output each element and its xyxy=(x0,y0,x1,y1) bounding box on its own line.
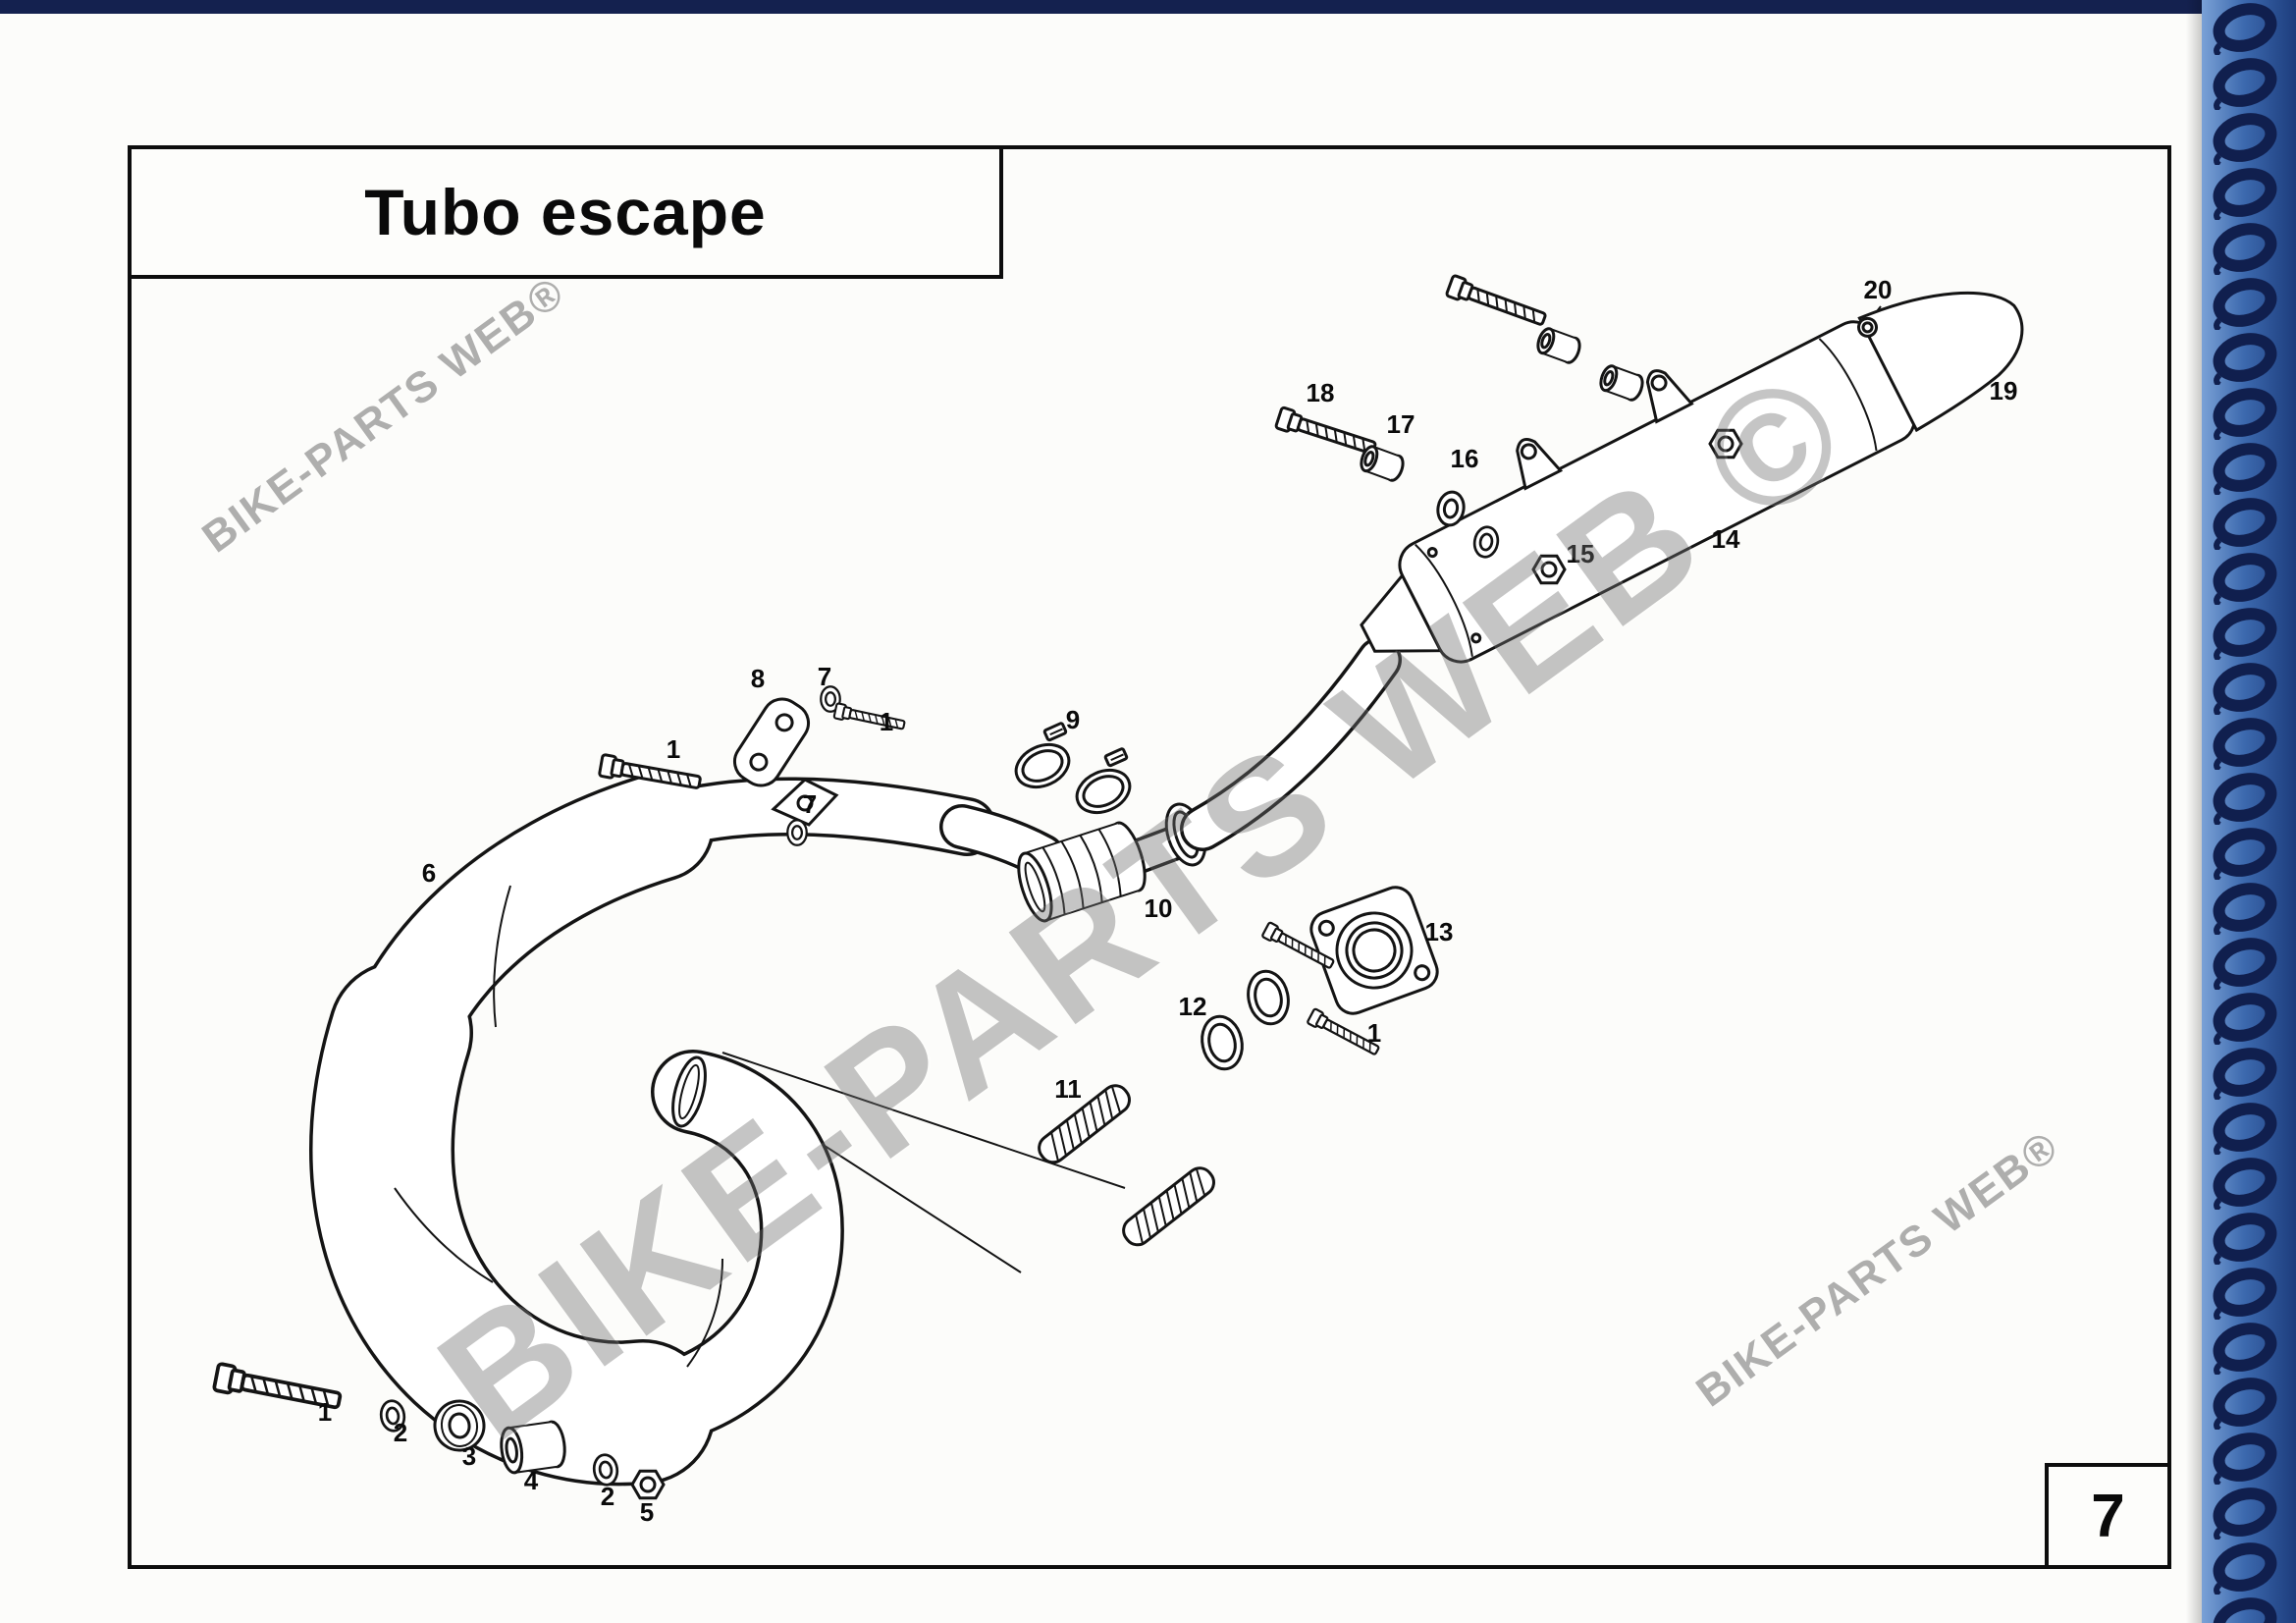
part-number-label: 1 xyxy=(880,707,893,736)
mount-nut xyxy=(630,1469,666,1500)
page-number-box: 7 xyxy=(2045,1463,2171,1569)
part-number-label: 18 xyxy=(1307,378,1335,407)
silencer-nut-upper xyxy=(1708,428,1743,460)
part-number-label: 17 xyxy=(1387,409,1415,439)
part-number-label: 8 xyxy=(751,664,765,693)
part-number-label: 16 xyxy=(1451,444,1479,473)
exhaust-spring-2 xyxy=(1116,1161,1221,1252)
mount-screw-2 xyxy=(832,702,907,734)
silencer-mount-bolt-upper xyxy=(1444,273,1550,332)
silencer-bushing-upper xyxy=(1533,325,1584,366)
silencer-nut xyxy=(1531,554,1567,585)
title-box: Tubo escape xyxy=(128,145,1003,279)
part-number-label: 11 xyxy=(1054,1074,1082,1104)
part-number-label: 13 xyxy=(1425,917,1454,947)
page-title: Tubo escape xyxy=(364,176,767,248)
silencer-bushing-upper-2 xyxy=(1596,362,1647,404)
part-number-label: 7 xyxy=(818,662,831,691)
mount-plate xyxy=(732,697,811,787)
part-number-label: 2 xyxy=(601,1482,614,1511)
part-number-label: 20 xyxy=(1864,275,1893,304)
exhaust-flange xyxy=(1309,886,1439,1015)
part-number-label: 10 xyxy=(1145,893,1173,923)
part-number-label: 12 xyxy=(1179,992,1207,1021)
rubber-spacer xyxy=(500,1420,566,1475)
part-number-label: 1 xyxy=(318,1397,332,1427)
endcap-bolt xyxy=(1857,316,1879,338)
part-number-label: 7 xyxy=(803,789,817,819)
part-number-label: 3 xyxy=(462,1441,476,1471)
coupler-sleeve xyxy=(1017,821,1147,923)
part-number-label: 5 xyxy=(640,1497,654,1527)
part-number-label: 1 xyxy=(1367,1018,1381,1048)
mount-washer-2 xyxy=(786,819,808,846)
part-number-label: 15 xyxy=(1567,539,1595,568)
exhaust-spring xyxy=(1032,1078,1137,1169)
silencer-bushing xyxy=(1357,443,1408,484)
part-number-label: 2 xyxy=(394,1418,407,1447)
mid-pipe xyxy=(1180,637,1402,851)
rubber-grommet xyxy=(433,1399,486,1452)
spiral-binding xyxy=(2202,0,2296,1623)
part-number-label: 4 xyxy=(524,1466,539,1495)
part-number-label: 19 xyxy=(1990,376,2018,406)
pipe-clamp-2 xyxy=(1063,746,1146,823)
page-edge-shadow xyxy=(2186,0,2202,1623)
part-number-label: 14 xyxy=(1712,524,1740,554)
expansion-chamber xyxy=(309,772,996,1487)
exhaust-o-ring-2 xyxy=(1242,965,1295,1030)
page-number: 7 xyxy=(2091,1482,2125,1550)
exhaust-o-ring xyxy=(1196,1010,1249,1075)
top-cover-strip xyxy=(0,0,2296,14)
silencer-mount-bolt xyxy=(1273,406,1379,460)
part-number-label: 1 xyxy=(667,734,680,764)
part-number-label: 9 xyxy=(1066,705,1080,734)
silencer xyxy=(1360,291,2024,664)
part-number-label: 6 xyxy=(422,858,436,888)
